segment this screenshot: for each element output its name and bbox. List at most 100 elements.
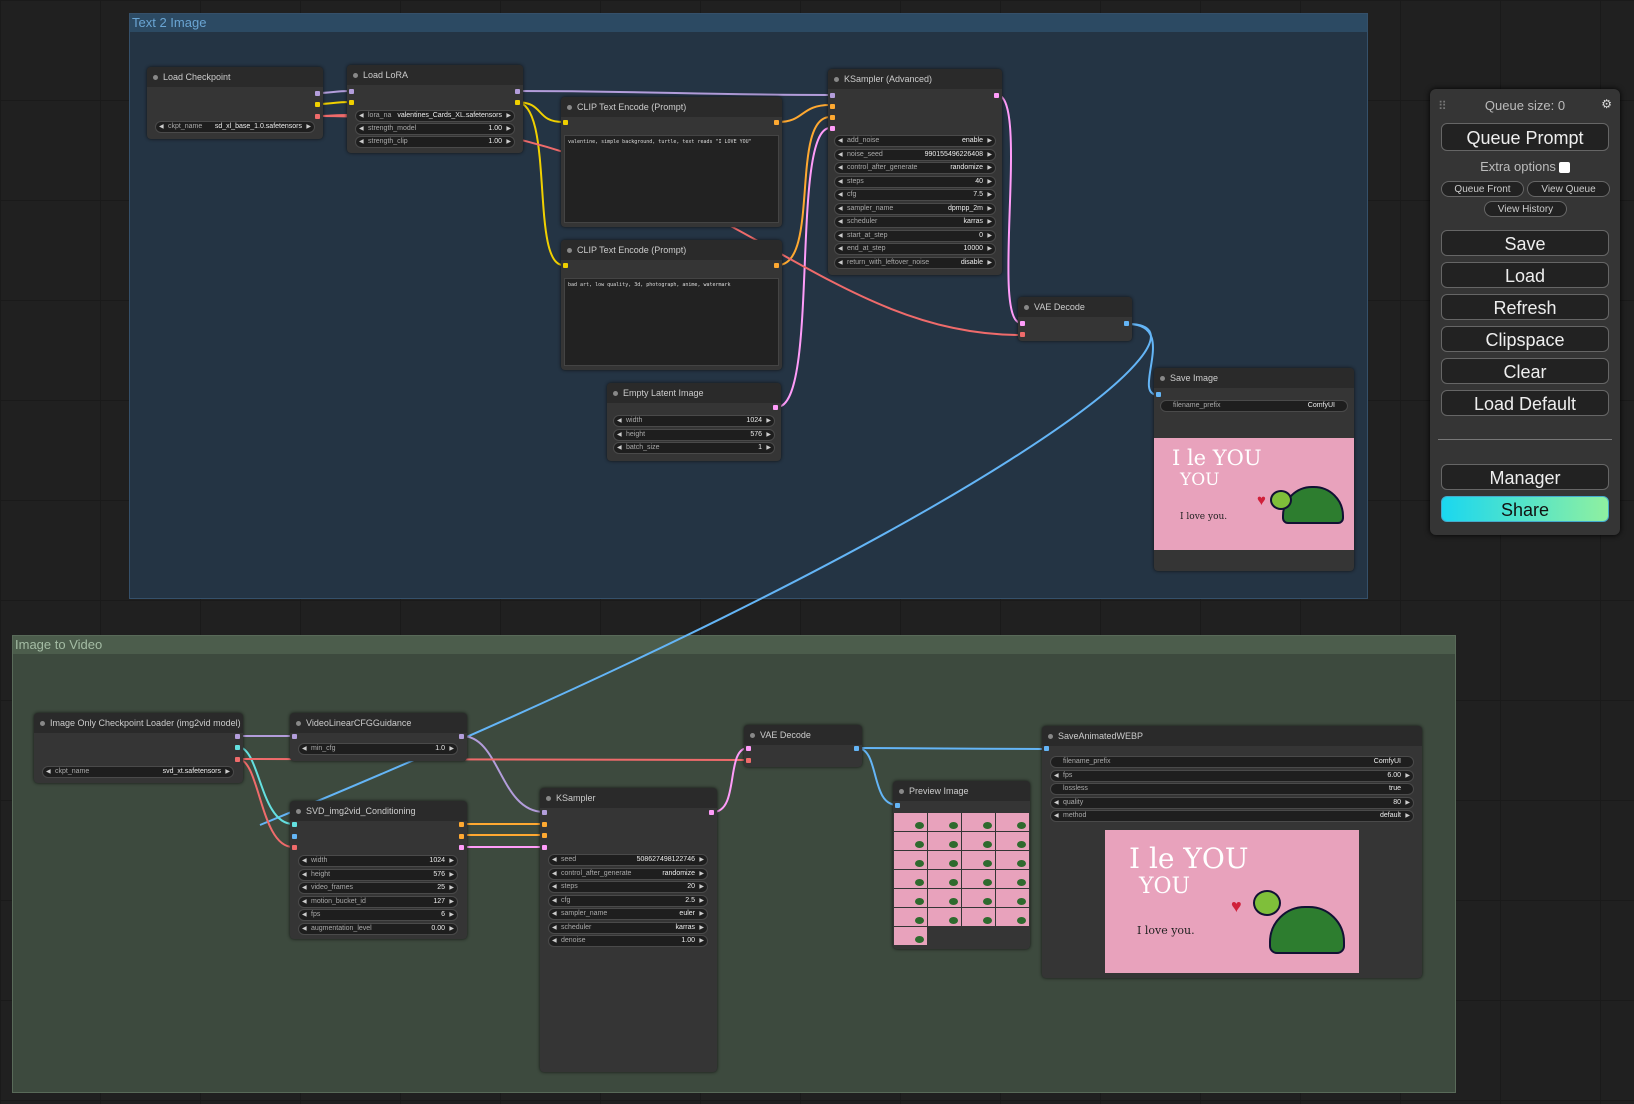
output-port-clip[interactable] <box>515 100 520 105</box>
output-port-clip[interactable] <box>315 102 320 107</box>
input-port-clip[interactable] <box>563 120 568 125</box>
output-port-vae[interactable] <box>235 757 240 762</box>
node-load-lora[interactable]: Load LoRA lora_navalentines_Cards_XL.saf… <box>347 65 523 153</box>
node-load-checkpoint[interactable]: Load Checkpoint ckpt_name sd_xl_base_1.0… <box>147 67 323 139</box>
input-port-clip[interactable] <box>349 100 354 105</box>
input-port-clip[interactable] <box>563 263 568 268</box>
refresh-button[interactable]: Refresh <box>1441 294 1609 320</box>
queue-front-button[interactable]: Queue Front <box>1441 181 1524 197</box>
extra-options[interactable]: Extra options <box>1430 159 1620 174</box>
output-port-clip-vision[interactable] <box>235 745 240 750</box>
load-button[interactable]: Load <box>1441 262 1609 288</box>
input-port-positive[interactable] <box>830 104 835 109</box>
share-button[interactable]: Share <box>1441 496 1609 522</box>
output-port-model[interactable] <box>459 734 464 739</box>
input-port-samples[interactable] <box>1020 321 1025 326</box>
queue-prompt-button[interactable]: Queue Prompt <box>1441 123 1609 151</box>
clear-button[interactable]: Clear <box>1441 358 1609 384</box>
input-port-model[interactable] <box>349 89 354 94</box>
output-port-conditioning[interactable] <box>774 263 779 268</box>
input-port-images[interactable] <box>895 803 900 808</box>
output-port-model[interactable] <box>235 734 240 739</box>
load-default-button[interactable]: Load Default <box>1441 390 1609 416</box>
node-vae-decode[interactable]: VAE Decode <box>1018 297 1132 341</box>
input-port-vae[interactable] <box>1020 332 1025 337</box>
output-port-negative[interactable] <box>459 834 464 839</box>
view-history-button[interactable]: View History <box>1484 201 1567 217</box>
input-port-images[interactable] <box>1044 746 1049 751</box>
input-port-init-image[interactable] <box>292 834 297 839</box>
output-port-image[interactable] <box>1124 321 1129 326</box>
input-port-negative[interactable] <box>830 115 835 120</box>
input-port-model[interactable] <box>292 734 297 739</box>
input-port-positive[interactable] <box>542 822 547 827</box>
node-image-only-checkpoint-loader[interactable]: Image Only Checkpoint Loader (img2vid mo… <box>34 713 243 783</box>
output-port-latent[interactable] <box>773 405 778 410</box>
output-port-positive[interactable] <box>459 822 464 827</box>
prompt-textarea[interactable]: bad art, low quality, 3d, photograph, an… <box>564 278 779 366</box>
output-port-conditioning[interactable] <box>774 120 779 125</box>
manager-button[interactable]: Manager <box>1441 464 1609 490</box>
extra-options-checkbox[interactable] <box>1558 162 1570 174</box>
output-port-model[interactable] <box>515 89 520 94</box>
node-clip-text-encode-negative[interactable]: CLIP Text Encode (Prompt) bad art, low q… <box>561 240 782 370</box>
output-port-latent[interactable] <box>459 845 464 850</box>
output-port-vae[interactable] <box>315 114 320 119</box>
input-port-latent[interactable] <box>830 126 835 131</box>
output-port-image[interactable] <box>854 746 859 751</box>
widget-ckpt-name[interactable]: ckpt_name svd_xt.safetensors <box>42 766 234 778</box>
node-preview-image[interactable]: Preview Image <box>893 781 1030 949</box>
output-port-latent[interactable] <box>994 93 999 98</box>
drag-handle-icon[interactable]: ⠿ <box>1438 99 1447 113</box>
view-queue-button[interactable]: View Queue <box>1527 181 1610 197</box>
gear-icon[interactable]: ⚙ <box>1601 97 1612 111</box>
clipspace-button[interactable]: Clipspace <box>1441 326 1609 352</box>
input-port-clip-vision[interactable] <box>292 822 297 827</box>
output-port-model[interactable] <box>315 91 320 96</box>
node-clip-text-encode-positive[interactable]: CLIP Text Encode (Prompt) valentine, sim… <box>561 97 782 227</box>
save-button[interactable]: Save <box>1441 230 1609 256</box>
node-vae-decode[interactable]: VAE Decode <box>744 725 862 767</box>
prompt-textarea[interactable]: valentine, simple background, turtle, te… <box>564 135 779 223</box>
input-port-vae[interactable] <box>292 845 297 850</box>
input-port-negative[interactable] <box>542 833 547 838</box>
input-port-model[interactable] <box>830 93 835 98</box>
